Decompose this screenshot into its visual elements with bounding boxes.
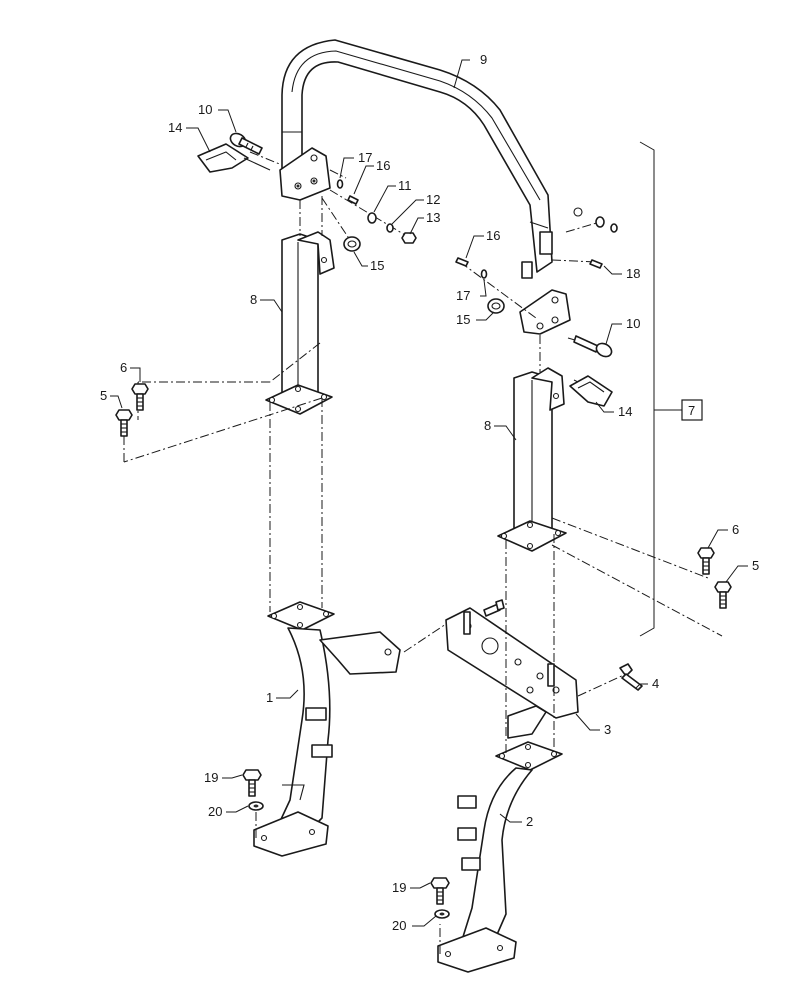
callout-7: 7 bbox=[688, 403, 695, 418]
upright-post-left bbox=[265, 231, 335, 415]
callout-13: 13 bbox=[426, 210, 440, 225]
hardware-upper-right-stack bbox=[455, 207, 618, 314]
upright-post-right bbox=[497, 367, 567, 552]
callout-11: 11 bbox=[398, 178, 412, 193]
callout-17-upper: 17 bbox=[358, 150, 372, 165]
center-mounting-plate bbox=[445, 607, 579, 739]
callout-14-lower: 14 bbox=[618, 404, 632, 419]
callout-1: 1 bbox=[266, 690, 273, 705]
callout-12: 12 bbox=[426, 192, 440, 207]
kit-bracket-7 bbox=[639, 141, 703, 637]
hardware-upper-left-stack bbox=[336, 179, 417, 252]
callout-10-upper: 10 bbox=[198, 102, 212, 117]
callout-6-right: 6 bbox=[732, 522, 739, 537]
callout-17-lower: 17 bbox=[456, 288, 470, 303]
callout-3: 3 bbox=[604, 722, 611, 737]
callout-5-right: 5 bbox=[752, 558, 759, 573]
callout-20-right: 20 bbox=[392, 918, 406, 933]
callout-5-left: 5 bbox=[100, 388, 107, 403]
callout-leaders bbox=[110, 59, 748, 927]
callout-19-left: 19 bbox=[204, 770, 218, 785]
callout-10-lower: 10 bbox=[626, 316, 640, 331]
callout-8-left: 8 bbox=[250, 292, 257, 307]
callout-6-left: 6 bbox=[120, 360, 127, 375]
bolt-5-right bbox=[714, 581, 732, 609]
bolt-5-left bbox=[115, 409, 133, 437]
bolt-6-right bbox=[697, 547, 715, 575]
washer-20-right bbox=[434, 909, 450, 919]
callout-16-upper: 16 bbox=[376, 158, 390, 173]
callout-8-right: 8 bbox=[484, 418, 491, 433]
callout-18: 18 bbox=[626, 266, 640, 281]
bolt-19-left bbox=[242, 769, 262, 797]
bolt-6-left bbox=[131, 383, 149, 411]
lower-bracket-left bbox=[253, 601, 401, 857]
callout-9: 9 bbox=[480, 52, 487, 67]
callout-20-left: 20 bbox=[208, 804, 222, 819]
bolt-4 bbox=[619, 663, 643, 691]
callout-16-lower: 16 bbox=[486, 228, 500, 243]
callout-14-upper: 14 bbox=[168, 120, 182, 135]
callout-labels: 9 10 14 17 16 11 12 13 15 8 6 5 16 17 15… bbox=[100, 52, 759, 933]
bolt-10-upper bbox=[229, 132, 263, 155]
callout-19-right: 19 bbox=[392, 880, 406, 895]
lock-pin-14-lower bbox=[569, 375, 613, 407]
callout-15-lower: 15 bbox=[456, 312, 470, 327]
callout-4: 4 bbox=[652, 676, 659, 691]
bolt-19-right bbox=[430, 877, 450, 905]
callout-15-upper: 15 bbox=[370, 258, 384, 273]
roll-bar-upper-hoop bbox=[279, 39, 571, 335]
bolt-10-lower bbox=[573, 335, 613, 358]
lower-bracket-right bbox=[437, 741, 563, 973]
bolt-plate-upper bbox=[483, 599, 505, 617]
lock-pin-14-upper bbox=[197, 143, 271, 173]
callout-2: 2 bbox=[526, 814, 533, 829]
washer-20-left bbox=[248, 801, 264, 811]
